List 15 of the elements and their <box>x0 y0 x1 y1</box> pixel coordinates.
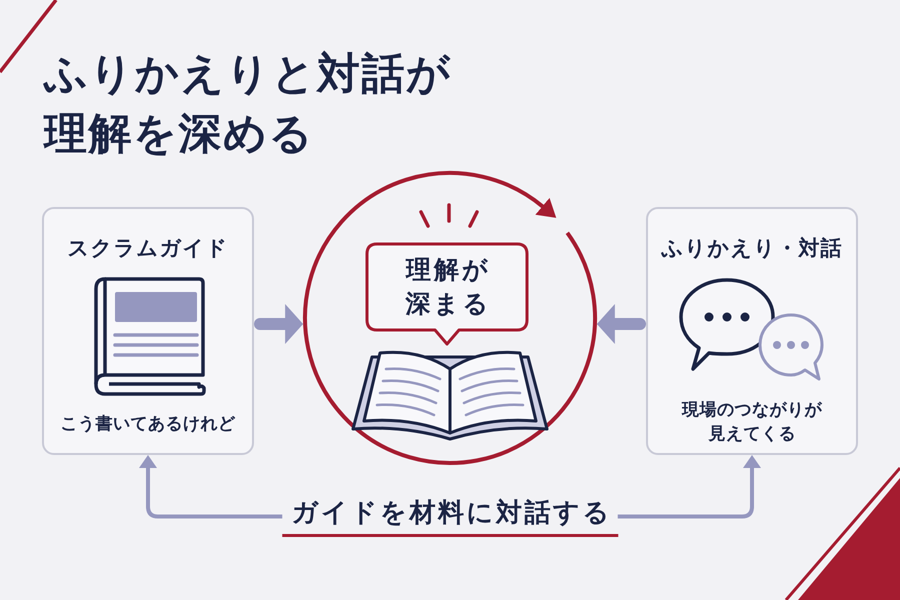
card-heading: ふりかえり・対話 <box>662 235 842 262</box>
thick-arrow <box>596 304 646 344</box>
title: ふりかえりと対話が理解を深める <box>44 48 452 161</box>
bubble-text: 理解が深まる <box>404 254 492 320</box>
card <box>42 207 254 455</box>
speech-bubble <box>365 242 529 346</box>
thick-arrow <box>254 304 304 344</box>
card <box>646 207 858 455</box>
elbow-arrow <box>618 455 761 518</box>
underlined-caption: ガイドを材料に対話する <box>282 496 618 537</box>
card-caption: 現場のつながりが見えてくる <box>680 399 823 446</box>
cycle-ring <box>303 171 597 465</box>
card-caption: こう書いてあるけれど <box>60 413 236 436</box>
card-heading: スクラムガイド <box>68 235 228 262</box>
elbow-arrow <box>139 455 282 518</box>
